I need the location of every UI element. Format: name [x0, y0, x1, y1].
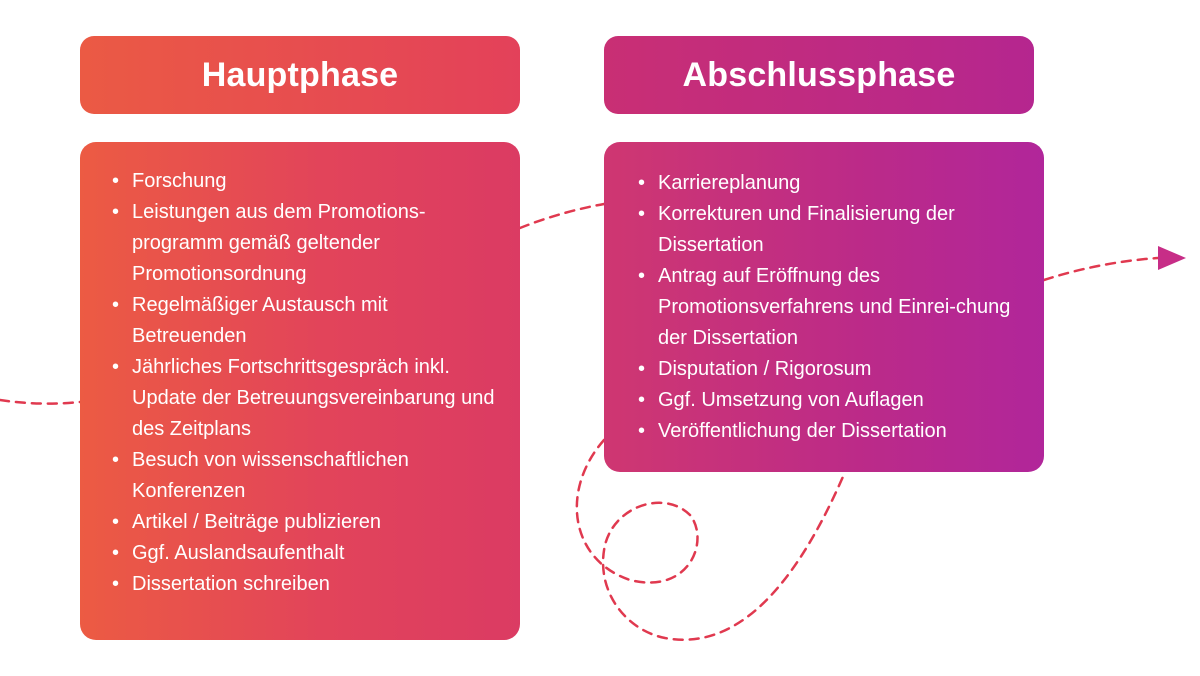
abschlussphase-header: Abschlussphase: [604, 36, 1034, 114]
bullet-icon: •: [112, 449, 120, 471]
bullet-icon: •: [638, 420, 646, 442]
path-segment-exit: [1042, 256, 1160, 282]
item-text: Regelmäßiger Austausch mit Betreuenden: [132, 294, 388, 347]
bullet-icon: •: [638, 358, 646, 380]
hauptphase-title: Hauptphase: [201, 55, 399, 94]
path-segment-loop: [575, 438, 847, 641]
bullet-icon: •: [112, 170, 120, 192]
list-item: • Besuch von wissenschaftlichen Konferenz…: [108, 445, 500, 507]
abschlussphase-item-list: • Karriereplanung • Korrekturen und Finali…: [634, 168, 1024, 447]
list-item: • Disputation / Rigorosum: [634, 354, 1024, 385]
list-item: • Veröffentlichung der Dissertation: [634, 416, 1024, 447]
list-item: • Jährliches Fortschrittsgespräch inkl. U…: [108, 352, 500, 445]
bullet-icon: •: [112, 511, 120, 533]
item-text: Dissertation schreiben: [132, 573, 330, 595]
item-text: Antrag auf Eröffnung des Promotionsverfa…: [658, 265, 1011, 349]
list-item: • Forschung: [108, 166, 500, 197]
bullet-icon: •: [638, 389, 646, 411]
hauptphase-item-list: • Forschung • Leistungen aus dem Promotion…: [108, 166, 500, 600]
item-text: Jährliches Fortschrittsgespräch inkl. Up…: [132, 356, 495, 440]
item-text: Ggf. Auslandsaufenthalt: [132, 542, 345, 564]
bullet-icon: •: [112, 356, 120, 378]
item-text: Forschung: [132, 170, 227, 192]
list-item: • Antrag auf Eröffnung des Promotionsverf…: [634, 261, 1024, 354]
bullet-icon: •: [112, 573, 120, 595]
item-text: Disputation / Rigorosum: [658, 358, 872, 380]
hauptphase-header: Hauptphase: [80, 36, 520, 114]
list-item: • Ggf. Auslandsaufenthalt: [108, 538, 500, 569]
bullet-icon: •: [638, 203, 646, 225]
abschlussphase-title: Abschlussphase: [682, 55, 956, 94]
list-item: • Dissertation schreiben: [108, 569, 500, 600]
item-text: Besuch von wissenschaftlichen Konferenze…: [132, 449, 409, 502]
item-text: Ggf. Umsetzung von Auflagen: [658, 389, 924, 411]
item-text: Korrekturen und Finalisierung der Disser…: [658, 203, 955, 256]
item-text: Leistungen aus dem Promotions-programm g…: [132, 201, 426, 285]
list-item: • Ggf. Umsetzung von Auflagen: [634, 385, 1024, 416]
list-item: • Karriereplanung: [634, 168, 1024, 199]
item-text: Karriereplanung: [658, 172, 801, 194]
path-segment-entry: [0, 398, 82, 405]
list-item: • Korrekturen und Finalisierung der Disse…: [634, 199, 1024, 261]
hauptphase-content-box: • Forschung • Leistungen aus dem Promotion…: [80, 142, 520, 640]
abschlussphase-content-box: • Karriereplanung • Korrekturen und Finali…: [604, 142, 1044, 472]
item-text: Veröffentlichung der Dissertation: [658, 420, 947, 442]
list-item: • Regelmäßiger Austausch mit Betreuenden: [108, 290, 500, 352]
bullet-icon: •: [638, 172, 646, 194]
bullet-icon: •: [638, 265, 646, 287]
item-text: Artikel / Beiträge publizieren: [132, 511, 382, 533]
bullet-icon: •: [112, 294, 120, 316]
bullet-icon: •: [112, 542, 120, 564]
bullet-icon: •: [112, 201, 120, 223]
arrow-head-icon: [1158, 246, 1186, 270]
path-segment-between-phases: [518, 202, 606, 230]
list-item: • Leistungen aus dem Promotions-programm …: [108, 197, 500, 290]
list-item: • Artikel / Beiträge publizieren: [108, 507, 500, 538]
